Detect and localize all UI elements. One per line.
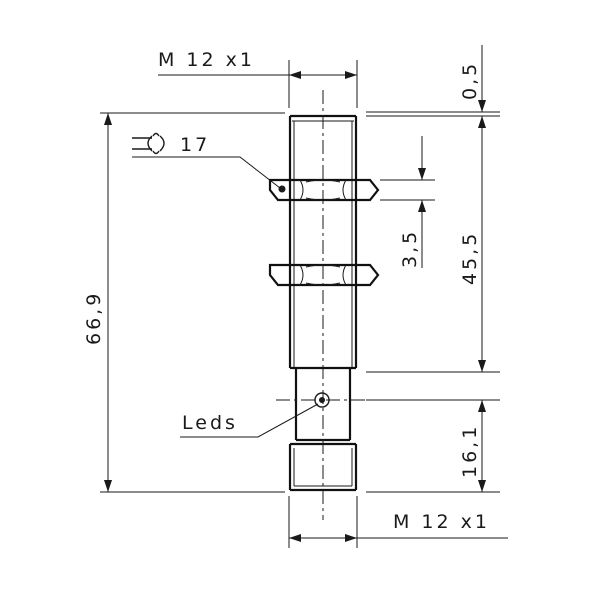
wrench-icon: [132, 132, 165, 155]
extension-lines: [100, 60, 500, 548]
leds-callout: Leds: [180, 403, 319, 438]
thread-label-top: M 12 x1: [158, 49, 255, 71]
threaded-length-dimension: 45,5: [459, 116, 486, 372]
body-length-value: 16,1: [459, 424, 481, 478]
thread-dimension-top: M 12 x1: [158, 49, 357, 79]
body-length-dimension: 16,1: [459, 400, 486, 492]
wrench-callout: 17: [132, 132, 281, 189]
overall-length-value: 66,9: [83, 291, 105, 345]
top-offset-value: 0,5: [459, 61, 481, 100]
upper-nut: [268, 178, 380, 202]
thread-label-bottom: M 12 x1: [393, 511, 490, 533]
lower-nut: [268, 263, 380, 287]
threaded-length-value: 45,5: [459, 231, 481, 285]
wrench-size-value: 17: [180, 134, 210, 156]
nut-thickness-dimension: 3,5: [399, 136, 426, 268]
top-offset-dimension: 0,5: [459, 45, 486, 112]
upper-nut-dot: [278, 185, 286, 193]
nut-thickness-value: 3,5: [399, 229, 421, 268]
leds-label: Leds: [182, 412, 238, 434]
overall-length-dimension: 66,9: [83, 113, 112, 492]
thread-dimension-bottom: M 12 x1: [289, 511, 508, 542]
